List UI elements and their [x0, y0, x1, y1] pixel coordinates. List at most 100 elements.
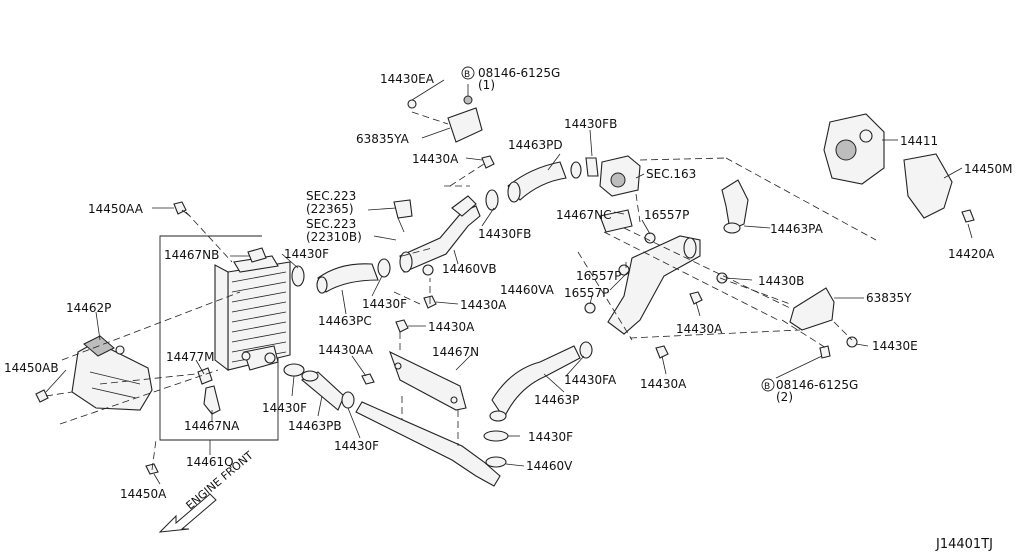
label-14461q: 14461Q	[186, 455, 234, 469]
bolt-14450aa[interactable]	[173, 201, 191, 217]
hose-clamp-14430fb-mid[interactable]	[485, 189, 499, 211]
label-14430a-2: 14430A	[460, 298, 507, 312]
air-tube-14460v[interactable]	[355, 401, 507, 487]
bolt-14430aa[interactable]	[361, 373, 375, 385]
label-sec163: SEC.163	[646, 167, 696, 181]
heat-shield-14450m[interactable]	[903, 153, 953, 219]
hose-clamp-14430f-bottom[interactable]	[483, 430, 509, 442]
bracket-14467nb[interactable]	[247, 247, 267, 263]
intercooler-core[interactable]	[214, 255, 291, 372]
hose-clamp-14430f-upper[interactable]	[291, 265, 305, 287]
bracket-14467na[interactable]	[203, 385, 221, 415]
air-hose-14463pa[interactable]	[721, 179, 749, 234]
nut-14430b[interactable]	[716, 272, 728, 284]
bolt-symbol-b-upper: B	[461, 66, 475, 80]
sensor-sec223[interactable]	[393, 199, 413, 233]
drawing-id: J14401TJ	[935, 537, 993, 552]
dashed-leader-lines	[45, 111, 877, 471]
label-14411: 14411	[900, 134, 938, 148]
label-14430a-1: 14430A	[412, 152, 459, 166]
bolt-14430a-top[interactable]	[481, 155, 495, 169]
label-08146-qty-lower: (2)	[776, 390, 793, 404]
hose-clamp-14430f-lower[interactable]	[341, 391, 355, 409]
turbocharger-14411[interactable]	[823, 113, 885, 185]
hose-clamp-14430f-left[interactable]	[283, 363, 305, 377]
label-14430e: 14430E	[872, 339, 918, 353]
label-14430aa: 14430AA	[318, 343, 374, 357]
label-sec223-a: SEC.223	[306, 189, 356, 203]
label-14462p: 14462P	[66, 301, 111, 315]
clip-14430e[interactable]	[846, 336, 858, 348]
label-sec223-b: SEC.223	[306, 217, 356, 231]
label-14467nb: 14467NB	[164, 248, 219, 262]
label-63835y: 63835Y	[866, 291, 912, 305]
bolt-14450ab[interactable]	[35, 389, 49, 403]
bracket-63835ya[interactable]	[407, 95, 483, 143]
label-14420a: 14420A	[948, 247, 995, 261]
label-14460vb: 14460VB	[442, 262, 497, 276]
bolt-08146-lower[interactable]	[819, 345, 831, 359]
seal-16557p-a[interactable]	[644, 232, 656, 244]
label-14467na: 14467NA	[184, 419, 240, 433]
part-labels: 14430EA 08146-6125G (1) 63835YA 14430FB …	[4, 66, 1013, 501]
label-14430ea: 14430EA	[380, 72, 435, 86]
label-16557p-3: 16557P	[564, 286, 609, 300]
air-tube-14460va[interactable]	[599, 209, 701, 335]
label-14430a-5: 14430A	[640, 377, 687, 391]
bolt-14420a[interactable]	[961, 209, 975, 223]
label-14430a-3: 14430A	[428, 320, 475, 334]
label-14463pc: 14463PC	[318, 314, 372, 328]
svg-text:B: B	[464, 70, 470, 80]
label-14430f-4: 14430F	[528, 430, 573, 444]
bracket-14467n[interactable]	[389, 350, 467, 411]
bolt-14430a-low[interactable]	[655, 345, 669, 359]
label-14430f-5: 14430F	[334, 439, 379, 453]
label-14467n: 14467N	[432, 345, 479, 359]
air-hose-14463pc[interactable]	[316, 263, 379, 294]
air-tube-14460vb[interactable]	[399, 195, 481, 276]
svg-text:B: B	[764, 382, 770, 392]
air-hose-14463p[interactable]	[489, 345, 581, 422]
intercooler-group-box	[159, 235, 279, 441]
bolt-14430a-lower[interactable]	[395, 319, 409, 333]
bolt-14430a-right[interactable]	[689, 291, 703, 305]
seal-16557p-b[interactable]	[618, 264, 630, 276]
seal-16557p-c[interactable]	[584, 302, 596, 314]
bracket-63835y[interactable]	[789, 287, 835, 331]
label-16557p-1: 16557P	[644, 208, 689, 222]
intercooler-duct[interactable]	[71, 335, 153, 411]
label-14477m: 14477M	[166, 350, 215, 364]
label-14430f-3: 14430F	[262, 401, 307, 415]
label-14460v: 14460V	[526, 459, 573, 473]
air-hose-14463pd[interactable]	[507, 161, 567, 203]
label-14430f-1: 14430F	[284, 247, 329, 261]
label-14450ab: 14450AB	[4, 361, 59, 375]
label-08146-qty-upper: (1)	[478, 78, 495, 92]
label-14450aa: 14450AA	[88, 202, 144, 216]
label-14430fb-mid: 14430FB	[478, 227, 531, 241]
label-14450a: 14450A	[120, 487, 167, 501]
label-sec223-a-ref: (22365)	[306, 202, 354, 216]
solid-leader-lines	[45, 79, 973, 485]
label-08146-6125g-lower: 08146-6125G	[776, 378, 858, 392]
label-14463p: 14463P	[534, 393, 579, 407]
label-14463pa: 14463PA	[770, 222, 824, 236]
label-14467nc: 14467NC	[556, 208, 612, 222]
label-14460va: 14460VA	[500, 283, 555, 297]
throttle-body-sec163[interactable]	[599, 155, 641, 197]
hose-clamp-14430fb-top[interactable]	[570, 157, 599, 179]
label-08146-6125g-upper: 08146-6125G	[478, 66, 560, 80]
bracket-14477m[interactable]	[197, 367, 213, 385]
bolt-symbol-b-lower: B	[761, 378, 775, 392]
label-14430fa: 14430FA	[564, 373, 617, 387]
label-14450m: 14450M	[964, 162, 1013, 176]
label-14463pb: 14463PB	[288, 419, 342, 433]
hose-clamp-14430fa[interactable]	[579, 341, 593, 359]
air-hose-14463pb[interactable]	[301, 370, 345, 411]
label-63835ya: 63835YA	[356, 132, 410, 146]
label-14430f-2: 14430F	[362, 297, 407, 311]
label-14430fb-top: 14430FB	[564, 117, 617, 131]
label-14430b: 14430B	[758, 274, 804, 288]
hose-clamp-14430f-mid[interactable]	[377, 258, 391, 278]
